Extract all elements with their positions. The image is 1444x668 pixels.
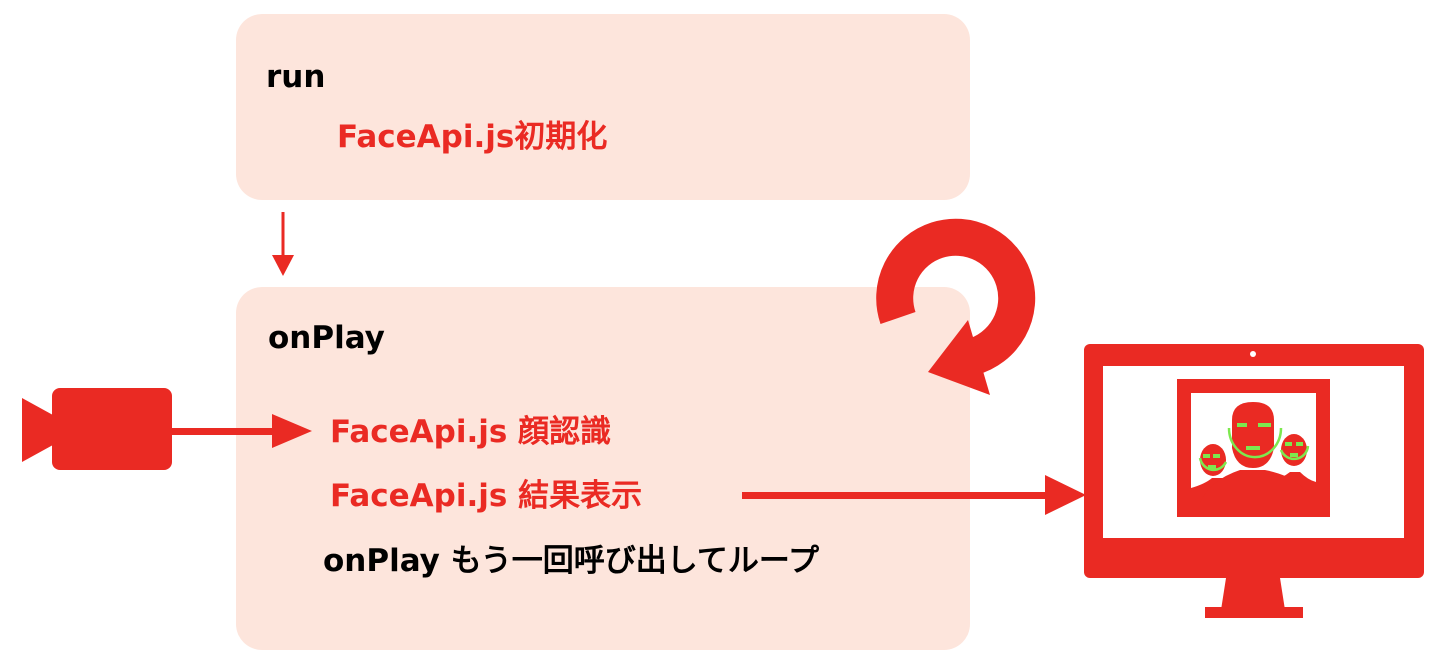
run-box bbox=[236, 14, 970, 200]
onplay-step-detect: FaceApi.js 顔認識 bbox=[330, 414, 612, 450]
onplay-loop-note: onPlay もう一回呼び出してループ bbox=[323, 543, 819, 579]
onplay-title: onPlay bbox=[268, 320, 385, 356]
run-title: run bbox=[266, 59, 326, 95]
onplay-box bbox=[236, 287, 970, 650]
monitor-face-detection-icon bbox=[1084, 344, 1424, 618]
run-step: FaceApi.js初期化 bbox=[337, 119, 608, 155]
output-arrow bbox=[742, 475, 1086, 515]
onplay-step-display: FaceApi.js 結果表示 bbox=[330, 478, 643, 514]
video-camera-icon bbox=[22, 388, 172, 470]
down-arrow bbox=[272, 212, 294, 276]
loop-arrow-icon bbox=[876, 218, 1036, 395]
camera-input-arrow bbox=[172, 414, 312, 448]
